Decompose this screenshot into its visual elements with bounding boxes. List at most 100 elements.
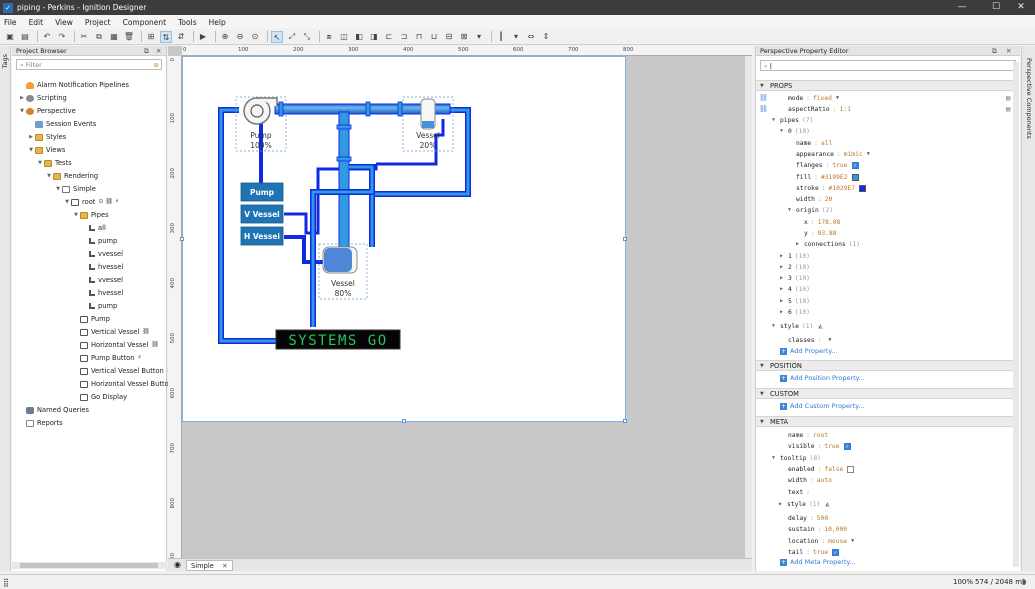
property-row[interactable]: location:mouse▼ (780, 536, 854, 547)
expand-arrow-icon[interactable]: ▼ (47, 173, 51, 179)
tree-item[interactable]: Pump Button⚡ (72, 352, 142, 364)
tab-simple[interactable]: Simple ✕ (186, 560, 233, 571)
pipe-header[interactable] (274, 101, 451, 327)
pump-component[interactable]: Pump 100% (235, 96, 287, 152)
expand-arrow-icon[interactable]: ▼ (772, 455, 776, 461)
property-row[interactable]: width:auto (780, 475, 832, 486)
boolean-checkbox[interactable]: ✓ (851, 162, 859, 169)
tree-item[interactable]: Session Events (27, 118, 96, 130)
section-props[interactable]: ▼PROPS (756, 80, 1014, 91)
pipe-edit-icon[interactable]: ⤡ (303, 31, 311, 41)
collapse-arrow-icon[interactable]: ▼ (760, 419, 764, 425)
property-value[interactable]: 10,000 (824, 526, 848, 533)
spacing-dropdown-icon[interactable]: ▾ (513, 31, 518, 41)
align-center-icon[interactable]: ⊐ (400, 31, 408, 41)
distribute-h-icon[interactable]: ⇔ (527, 31, 535, 41)
tree-item[interactable]: vvessel (81, 274, 123, 286)
close-window-button[interactable]: ✕ (1017, 2, 1025, 12)
tree-item[interactable]: hvessel (81, 287, 123, 299)
property-row[interactable]: delay:500 (780, 513, 828, 524)
align-icon[interactable]: ⇅ (160, 30, 172, 43)
property-row[interactable]: width:20 (788, 194, 832, 205)
group-icon[interactable]: ⧈ (326, 31, 332, 41)
expand-arrow-icon[interactable]: ▶ (20, 95, 24, 101)
documentation-icon[interactable]: ▤ (1006, 105, 1011, 113)
expand-arrow-icon[interactable]: ▶ (29, 134, 33, 140)
tree-item[interactable]: Reports (18, 417, 63, 429)
chevron-down-icon[interactable]: ▼ (866, 151, 870, 157)
cut-icon[interactable]: ✂ (80, 31, 88, 41)
expand-arrow-icon[interactable]: ▶ (780, 309, 784, 315)
filter-options-icon[interactable]: ⊘ (153, 61, 159, 69)
tree-item[interactable]: ▼Perspective (18, 105, 76, 117)
property-row[interactable]: ▶5(10) (780, 296, 810, 307)
expand-arrow-icon[interactable]: ▼ (74, 212, 78, 218)
menu-help[interactable]: Help (208, 17, 226, 27)
tree-item[interactable]: ▼Tests (36, 157, 72, 169)
tree-item[interactable]: hvessel (81, 261, 123, 273)
expand-arrow-icon[interactable]: ▶ (780, 286, 784, 292)
property-row[interactable]: ▼0(10) (780, 126, 810, 137)
property-value[interactable]: true (824, 443, 840, 450)
property-value[interactable]: 500 (816, 515, 829, 522)
boolean-checkbox[interactable]: ✓ (832, 549, 840, 556)
expand-arrow-icon[interactable]: ▼ (788, 207, 792, 213)
property-row[interactable]: fill:#3199E2 (788, 172, 859, 183)
align-right-icon[interactable]: ⊓ (415, 31, 423, 41)
expand-arrow-icon[interactable]: ▶ (780, 275, 784, 281)
section-meta[interactable]: ▼META (756, 416, 1014, 427)
property-row[interactable]: ▶connections(1) (796, 239, 860, 250)
horizontal-vessel-component[interactable]: Vessel 80% (318, 243, 368, 300)
property-value[interactable]: 93.88 (817, 230, 837, 237)
copy-icon[interactable]: ⧉ (96, 31, 102, 41)
tree-item[interactable]: all (81, 222, 106, 234)
expand-arrow-icon[interactable]: ▼ (56, 186, 60, 192)
menu-edit[interactable]: Edit (28, 17, 44, 27)
expand-arrow-icon[interactable]: ▶ (780, 253, 784, 259)
property-row[interactable]: sustain:10,000 (780, 524, 847, 535)
documentation-icon[interactable]: ▤ (1006, 94, 1011, 102)
menu-project[interactable]: Project (84, 17, 111, 27)
minimize-button[interactable]: — (957, 2, 967, 12)
boolean-checkbox[interactable] (847, 466, 855, 473)
section-position[interactable]: ▼POSITION (756, 360, 1014, 371)
horizontal-vessel-button[interactable]: H Vessel (240, 226, 284, 246)
add-position-property-link[interactable]: +Add Position Property... (780, 374, 865, 382)
align-top-icon[interactable]: ⊔ (430, 31, 438, 41)
collapse-arrow-icon[interactable]: ▼ (760, 391, 764, 397)
property-value[interactable]: root (812, 432, 829, 439)
resize-handle-bottom[interactable] (402, 419, 406, 423)
property-row[interactable]: ▼origin(2) (788, 205, 833, 216)
redo-icon[interactable]: ↷ (58, 31, 66, 41)
close-tab-icon[interactable]: ✕ (221, 562, 228, 570)
expand-arrow-icon[interactable]: ▼ (38, 160, 42, 166)
property-value[interactable]: mouse (828, 538, 848, 545)
browser-horizontal-scrollbar[interactable] (12, 562, 167, 569)
tree-item[interactable]: Pump (72, 313, 110, 325)
restore-panel-icon[interactable]: ⧉ (144, 47, 149, 55)
expand-arrow-icon[interactable]: ▼ (65, 199, 69, 205)
tree-item[interactable]: Horizontal Vessel⛓ (72, 339, 159, 351)
add-custom-property-link[interactable]: +Add Custom Property... (780, 402, 864, 410)
binding-link-icon[interactable]: ⛓ (759, 94, 768, 102)
tree-item[interactable]: ▶Styles (27, 131, 66, 143)
pump-button[interactable]: Pump (240, 182, 284, 202)
property-row[interactable]: ⛓aspectRatio:1:1▤ (759, 104, 1010, 115)
property-row[interactable]: visible:true✓ (780, 441, 851, 452)
property-row[interactable]: name:all (788, 138, 832, 149)
tree-item[interactable]: Vertical Vessel Button⚡ (72, 365, 171, 377)
expand-arrow-icon[interactable]: ▼ (772, 117, 776, 123)
restore-panel-icon[interactable]: ⧉ (992, 47, 997, 55)
zoom-reset-icon[interactable]: ⊙ (251, 31, 259, 41)
close-panel-icon[interactable]: ✕ (156, 47, 162, 55)
align-dropdown-icon[interactable]: ▾ (476, 31, 481, 41)
color-swatch[interactable] (859, 185, 867, 192)
property-row[interactable]: appearance:mimic▼ (788, 149, 870, 160)
section-custom[interactable]: ▼CUSTOM (756, 388, 1014, 399)
add-property-link[interactable]: +Add Property... (780, 347, 837, 355)
vertical-vessel-component[interactable]: Vessel 20% (402, 96, 454, 152)
property-row[interactable]: stroke:#1029E7 (788, 183, 867, 194)
pipe-all[interactable] (218, 107, 278, 344)
chevron-down-icon[interactable]: ▼ (851, 538, 855, 544)
menu-tools[interactable]: Tools (178, 17, 197, 27)
